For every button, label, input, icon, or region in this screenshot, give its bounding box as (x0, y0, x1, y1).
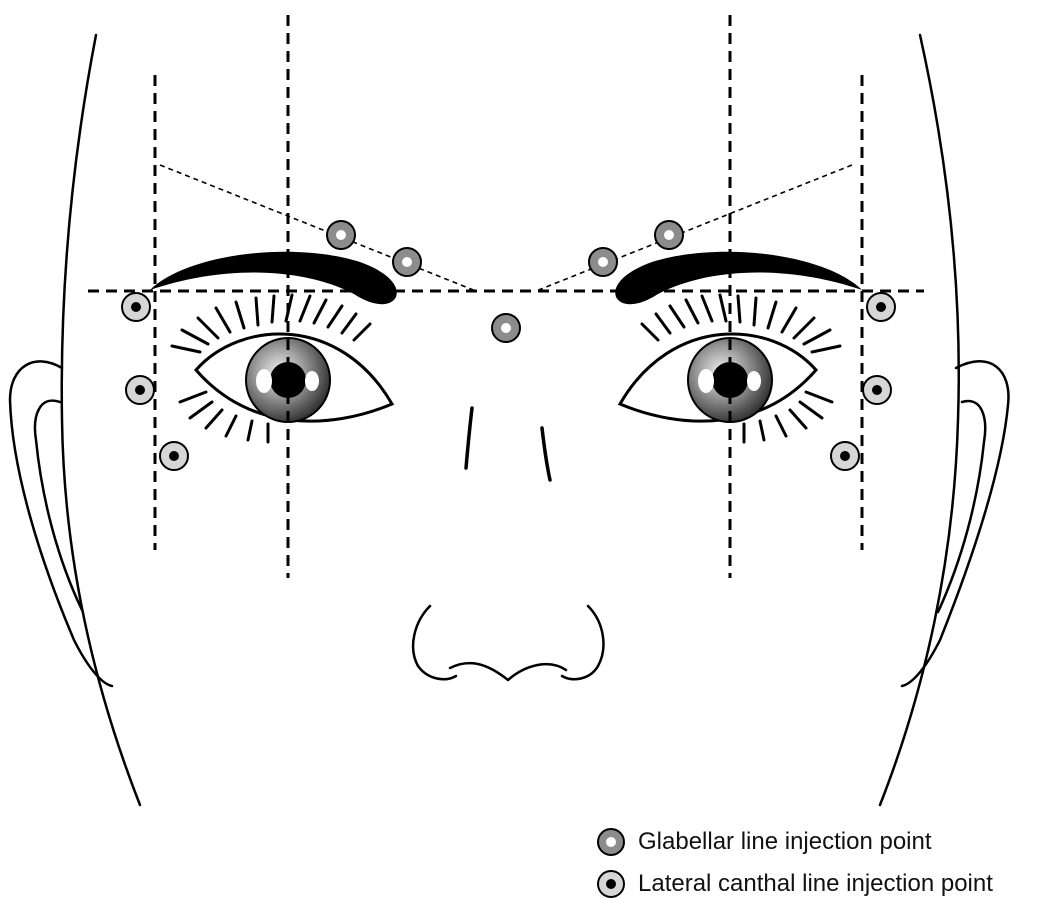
lateral-canthal-point (122, 293, 150, 321)
eye-left-highlight-2 (305, 371, 319, 391)
lateral-canthal-point (867, 293, 895, 321)
eyebrows (150, 252, 862, 305)
glabellar-point (655, 221, 683, 249)
glabellar-marker-icon (596, 827, 626, 857)
legend-item-lateral-canthal: Lateral canthal line injection point (596, 869, 993, 899)
eye-left (172, 295, 392, 442)
nose-bridge-left (466, 408, 472, 468)
legend-label-lateral-canthal: Lateral canthal line injection point (638, 870, 993, 898)
face-contour-right (880, 35, 959, 805)
legend-label-glabellar: Glabellar line injection point (638, 828, 932, 856)
eye-right-highlight-2 (747, 371, 761, 391)
nose-ala-right (562, 606, 603, 679)
ear-right (902, 361, 1008, 686)
ears (10, 361, 1008, 686)
nose-bridge-right (542, 428, 550, 480)
glabellar-point (393, 248, 421, 276)
eye-left-highlight-1 (256, 369, 272, 393)
guide-lines (88, 15, 924, 578)
face-contour-left (62, 35, 140, 805)
lateral-canthal-point (863, 376, 891, 404)
legend-item-glabellar: Glabellar line injection point (596, 827, 932, 857)
glabellar-point (589, 248, 617, 276)
lateral-canthal-point (160, 442, 188, 470)
lateral-canthal-marker-icon (596, 869, 626, 899)
eye-right-highlight-1 (698, 369, 714, 393)
lateral-canthal-point (126, 376, 154, 404)
glabellar-point (327, 221, 355, 249)
ear-left-inner (35, 401, 82, 610)
nose (413, 408, 603, 680)
glabellar-point (492, 314, 520, 342)
lateral-canthal-point (831, 442, 859, 470)
face-outline (62, 35, 959, 805)
nose-base (450, 663, 566, 680)
